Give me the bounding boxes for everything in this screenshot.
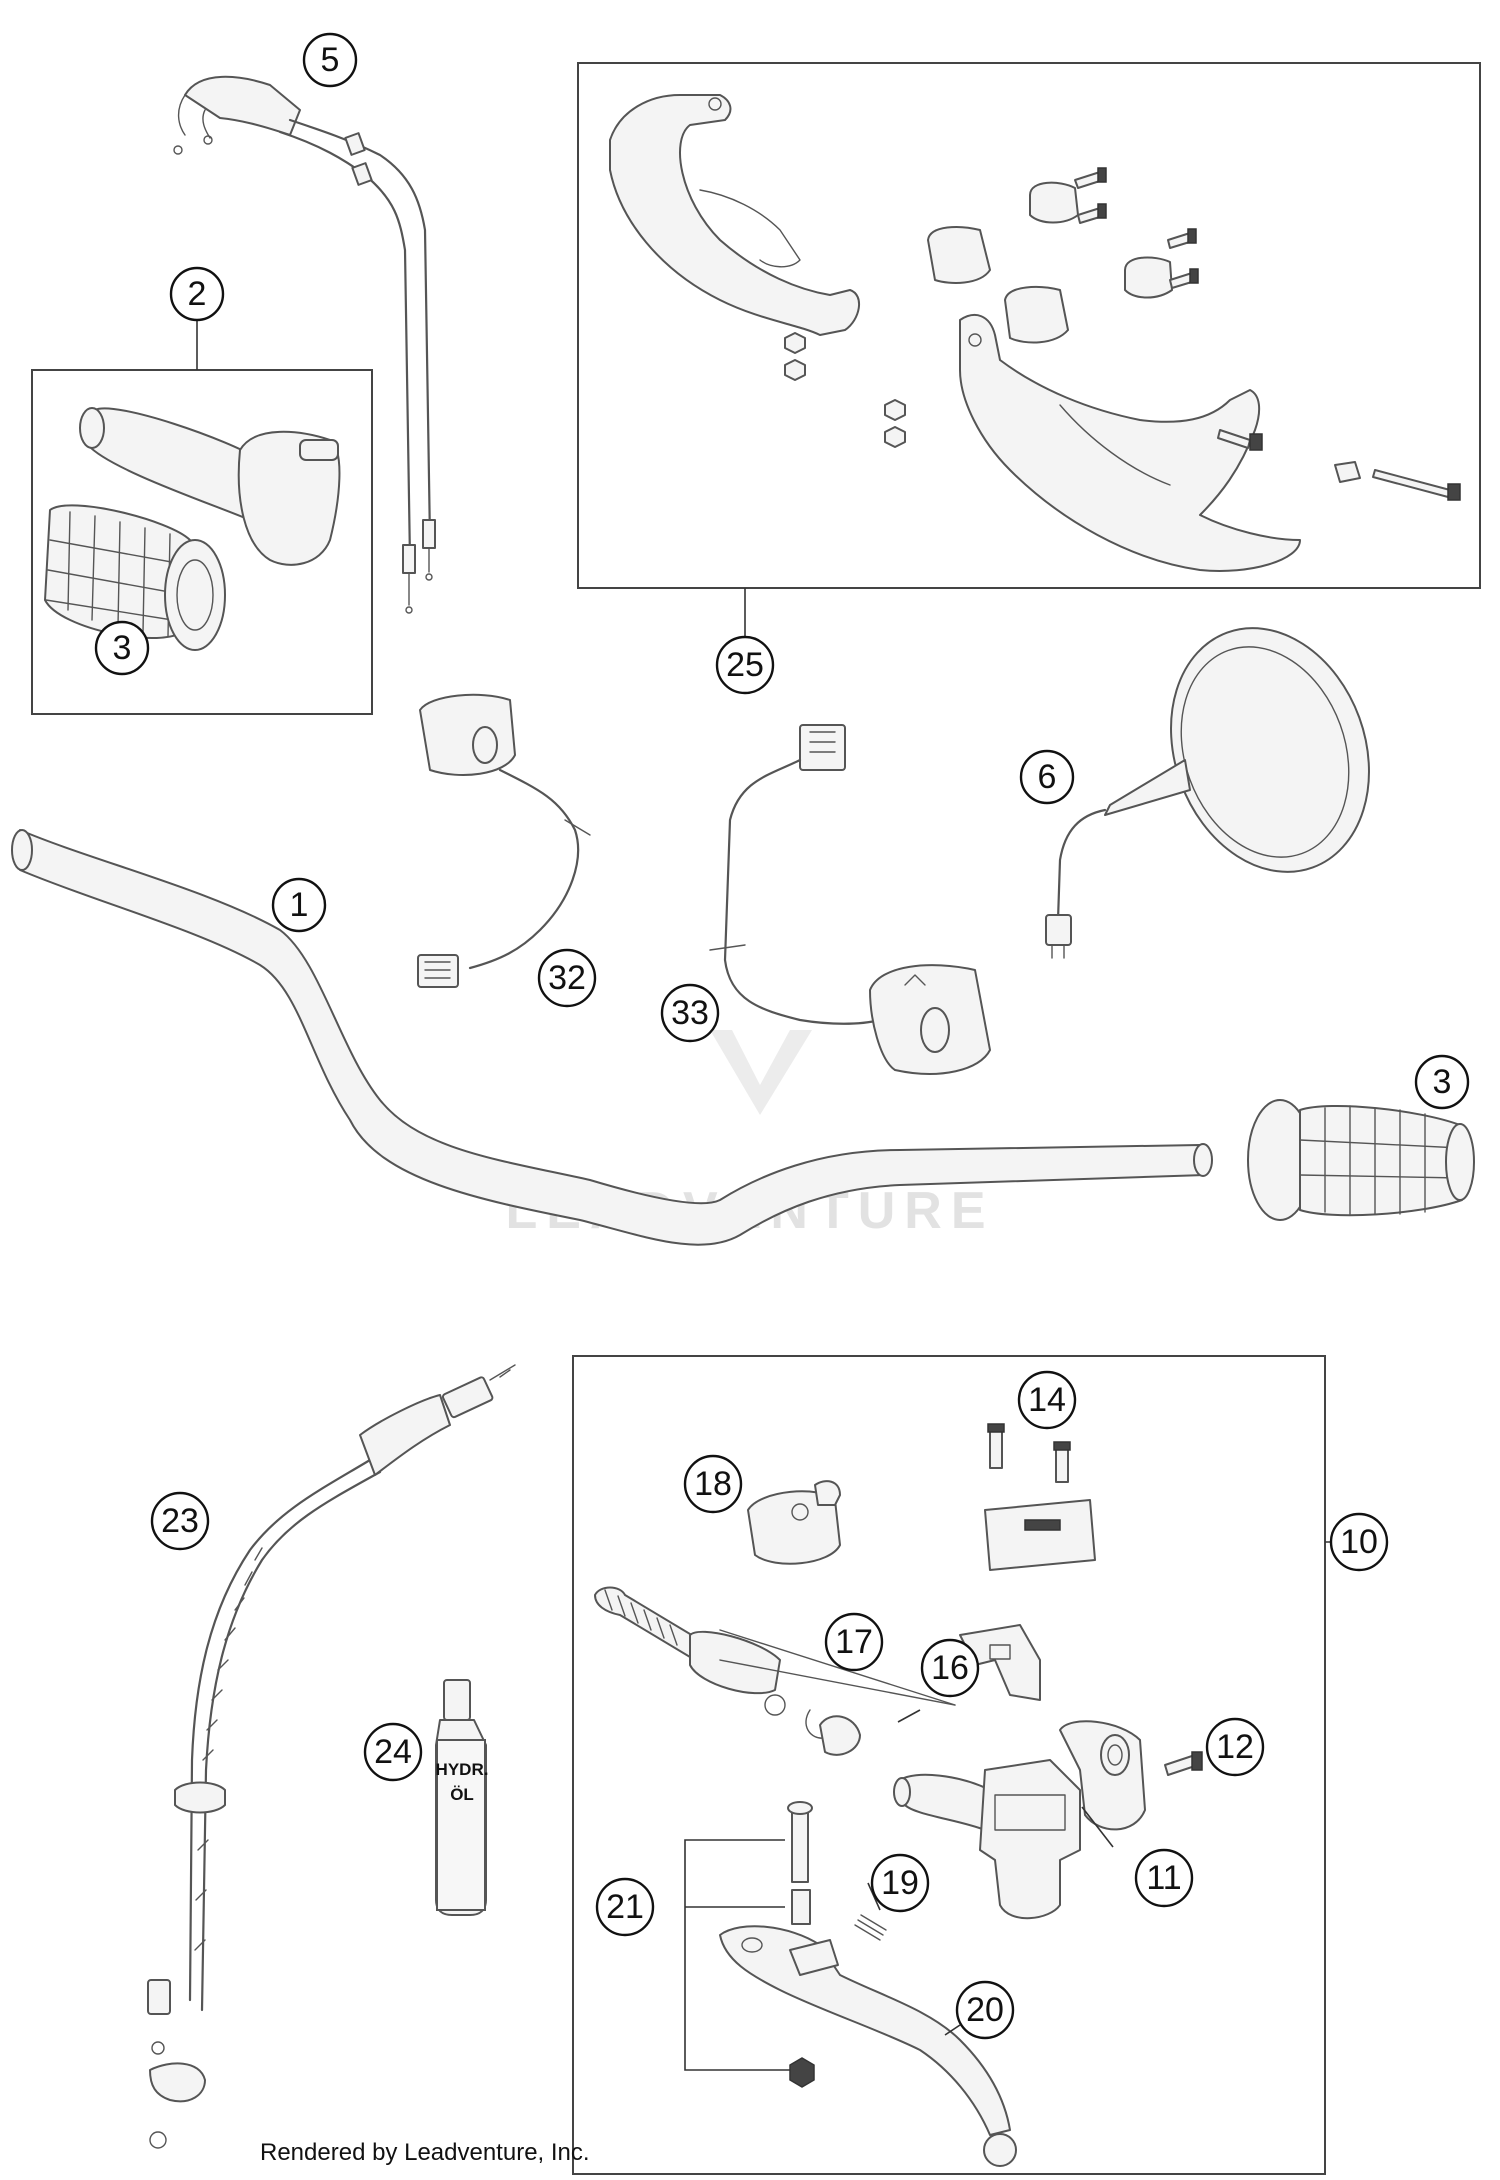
screws-14[interactable] [987, 1423, 1071, 1483]
svg-text:19: 19 [881, 1864, 919, 1902]
svg-text:2: 2 [188, 275, 207, 313]
throttle-cables[interactable] [173, 75, 436, 614]
hydraulic-oil-bottle[interactable]: HYDR. ÖL [435, 1679, 489, 1916]
master-cylinder-body[interactable] [893, 1720, 1146, 1920]
switch-right[interactable] [709, 724, 991, 1075]
piston-assembly[interactable] [594, 1586, 956, 1756]
callout-24: 24 [363, 1722, 423, 1782]
grip-left-box[interactable] [44, 504, 226, 651]
handguard-left[interactable] [609, 94, 860, 336]
svg-text:3: 3 [1433, 1063, 1452, 1101]
callout-3-right: 3 [1414, 1054, 1470, 1110]
handlebar[interactable] [11, 829, 1213, 1246]
svg-text:16: 16 [931, 1649, 969, 1687]
brake-lever-20[interactable] [719, 1925, 1017, 2167]
callout-21: 21 [595, 1877, 655, 1937]
spring-19[interactable] [854, 1914, 887, 1941]
leader-17 [897, 1709, 921, 1723]
leader-19 [867, 1882, 881, 1911]
svg-text:12: 12 [1216, 1728, 1254, 1766]
switch-left[interactable] [417, 693, 591, 988]
clutch-line[interactable] [147, 1364, 516, 2149]
throttle-tube[interactable] [79, 407, 341, 566]
svg-text:21: 21 [606, 1888, 644, 1926]
svg-text:24: 24 [374, 1733, 412, 1771]
handguard-clamps[interactable] [927, 181, 1173, 344]
callout-11: 11 [1134, 1848, 1194, 1908]
callout-3-left: 3 [94, 620, 150, 676]
callout-2: 2 [169, 266, 225, 322]
svg-text:14: 14 [1028, 1381, 1066, 1419]
lever-clamp-18[interactable] [747, 1480, 841, 1565]
callout-18: 18 [683, 1454, 743, 1514]
handguard-right[interactable] [959, 314, 1301, 572]
bolt-12[interactable] [1164, 1751, 1203, 1776]
handguard-bolts[interactable] [784, 167, 1461, 501]
svg-text:1: 1 [290, 886, 309, 924]
svg-text:23: 23 [161, 1502, 199, 1540]
leader-21-bracket [684, 1839, 790, 2071]
grip-right[interactable] [1247, 1099, 1475, 1221]
master-cylinder-box [572, 1355, 1326, 2175]
callout-25: 25 [715, 635, 775, 695]
callout-1: 1 [271, 877, 327, 933]
callout-10: 10 [1329, 1512, 1389, 1572]
bottle-label-line2: ÖL [450, 1785, 474, 1804]
callout-23: 23 [150, 1491, 210, 1551]
svg-text:17: 17 [835, 1623, 873, 1661]
callout-32: 32 [537, 948, 597, 1008]
svg-text:33: 33 [671, 994, 709, 1032]
callout-14: 14 [1017, 1370, 1077, 1430]
svg-text:32: 32 [548, 959, 586, 997]
svg-text:20: 20 [966, 1991, 1004, 2029]
callout-6: 6 [1019, 749, 1075, 805]
callout-5: 5 [302, 32, 358, 88]
bottle-label-line1: HYDR. [436, 1760, 489, 1779]
callout-12: 12 [1205, 1717, 1265, 1777]
credit-text: Rendered by Leadventure, Inc. [260, 2139, 590, 2166]
callout-17: 17 [824, 1612, 884, 1672]
callout-16: 16 [920, 1638, 980, 1698]
callout-20: 20 [955, 1980, 1015, 2040]
handguard-box [577, 62, 1481, 589]
mirror[interactable] [1045, 600, 1402, 959]
leader-11 [1081, 1806, 1114, 1848]
callout-19: 19 [870, 1853, 930, 1913]
svg-text:11: 11 [1146, 1859, 1181, 1897]
svg-text:3: 3 [113, 629, 132, 667]
svg-text:6: 6 [1038, 758, 1057, 796]
throttle-grip-box [31, 369, 373, 715]
svg-text:10: 10 [1340, 1523, 1378, 1561]
svg-text:25: 25 [726, 646, 764, 684]
leader-20 [944, 2024, 961, 2036]
svg-text:18: 18 [694, 1465, 732, 1503]
callout-33: 33 [660, 983, 720, 1043]
pin-21[interactable] [787, 1801, 813, 1925]
reservoir-cover[interactable] [984, 1499, 1096, 1571]
svg-text:5: 5 [321, 41, 340, 79]
